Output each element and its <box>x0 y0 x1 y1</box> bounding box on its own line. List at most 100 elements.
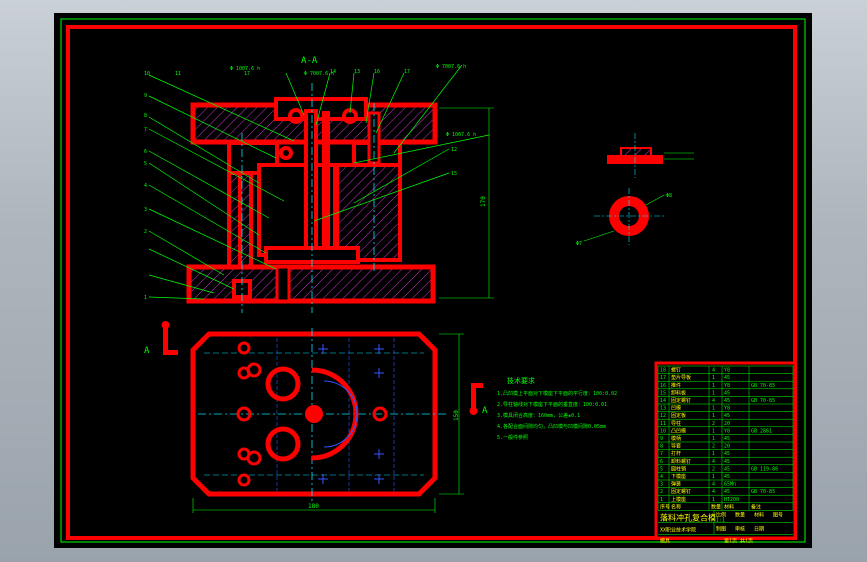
bom-row-name: 螺钉 <box>671 367 681 374</box>
bom-row-qty: 2 <box>712 444 715 450</box>
bom-row-name: 凹模 <box>671 405 681 412</box>
bom-row-name: 垫片导板 <box>671 374 691 381</box>
callout-right-mid: Φ 1007.6 h <box>446 132 476 138</box>
bom-row-no: 15 <box>660 390 666 396</box>
svg-text:170: 170 <box>480 196 487 207</box>
bom-row-name: 固定螺钉 <box>671 397 691 404</box>
bom-row-no: 7 <box>660 451 663 457</box>
svg-text:2: 2 <box>144 229 147 235</box>
bom-row-note: GB 70-85 <box>751 398 775 404</box>
bom-row-name: 卸料板 <box>671 389 686 396</box>
bom-row-material: 45 <box>724 489 730 495</box>
svg-text:3: 3 <box>144 207 147 213</box>
bom-row-material: 45 <box>724 466 730 472</box>
svg-text:4: 4 <box>144 183 147 189</box>
svg-text:1.凸凹模上平面对下模座下平面的平行度：100:0.02: 1.凸凹模上平面对下模座下平面的平行度：100:0.02 <box>497 390 617 397</box>
bom-row-qty: 1 <box>712 497 715 503</box>
svg-text:12: 12 <box>451 147 457 153</box>
svg-text:技术要求: 技术要求 <box>507 376 535 385</box>
bom-row-name: 固定板 <box>671 412 686 419</box>
bom-row-no: 9 <box>660 436 663 442</box>
view-marker-left: A <box>144 321 178 356</box>
svg-text:3.模具闭合高度：160mm，公差±0.1: 3.模具闭合高度：160mm，公差±0.1 <box>497 412 580 419</box>
bom-header: 材料 <box>724 503 734 510</box>
sheet-number: 第1页 共1页 <box>724 537 753 544</box>
bom-row-material: 45 <box>724 436 730 442</box>
bom-row-material: 20 <box>724 421 730 427</box>
bom-row-no: 5 <box>660 466 663 472</box>
bom-row-name: 上模座 <box>671 496 686 503</box>
bom-row-material: 20 <box>724 444 730 450</box>
title-label: 材料 <box>754 511 764 518</box>
inner-frame <box>66 25 797 540</box>
bom-row-note: GB 70-85 <box>751 489 775 495</box>
bom-row-qty: 2 <box>712 421 715 427</box>
bom-row-material: 45 <box>724 413 730 419</box>
callout-top-right: Φ 7007.6 h <box>436 64 466 70</box>
title-label: 数量 <box>735 511 745 518</box>
svg-text:Φ7: Φ7 <box>576 241 582 247</box>
title-label: 制图 <box>716 525 726 532</box>
bom-row-qty: 4 <box>712 368 715 374</box>
bom-row-qty: 1 <box>712 428 715 434</box>
title-label: 审核 <box>735 525 745 532</box>
svg-text:A: A <box>482 406 488 416</box>
bom-row-qty: 1 <box>712 474 715 480</box>
dim-plan-width: 180 <box>192 498 436 513</box>
svg-text:5: 5 <box>144 161 147 167</box>
bom-row-qty: 4 <box>712 482 715 488</box>
section-label: A-A <box>301 56 318 66</box>
bom-row-material: 65Mn <box>724 482 736 488</box>
svg-text:150: 150 <box>453 410 460 421</box>
title-ratio: 1:1 <box>716 517 725 523</box>
title-label: 日期 <box>754 526 764 532</box>
callout-top-mid: Φ 7007.6 h <box>304 71 334 77</box>
bom-row-no: 3 <box>660 482 663 488</box>
svg-text:8: 8 <box>144 113 147 119</box>
bom-row-material: HT200 <box>724 497 739 503</box>
leader-lines <box>148 64 490 300</box>
bom-row-material: Y8 <box>724 383 730 389</box>
svg-text:13: 13 <box>354 69 360 75</box>
bom-row-qty: 2 <box>712 466 715 472</box>
bom-row-no: 16 <box>660 383 666 389</box>
outer-frame <box>60 18 806 543</box>
cad-viewport[interactable]: A-A Φ 1007.6 h Φ 7007.6 h Φ 7007.6 h Φ 1… <box>54 13 812 548</box>
bom-row-name: 模柄 <box>671 435 681 442</box>
detail-part: Φ8 Φ7 <box>576 133 694 247</box>
bom-row-material: 45 <box>724 451 730 457</box>
leader-number-labels: 10 11 17 14 13 16 17 9 8 7 6 5 4 3 2 1 1… <box>144 69 457 301</box>
svg-text:15: 15 <box>451 171 457 177</box>
school-name: XX职业技术学院 <box>660 526 696 533</box>
bom-row-no: 10 <box>660 428 666 434</box>
bom-row-material: 45 <box>724 474 730 480</box>
svg-text:7: 7 <box>144 127 147 133</box>
svg-text:5.一般件参照: 5.一般件参照 <box>497 434 528 441</box>
svg-text:14: 14 <box>330 69 336 75</box>
title-label: 图号 <box>773 512 783 518</box>
bom-row-qty: 1 <box>712 375 715 381</box>
bom-row-no: 17 <box>660 375 666 381</box>
bom-row-qty: 4 <box>712 459 715 465</box>
bom-row-material: 45 <box>724 390 730 396</box>
bom-row-name: 推件 <box>671 382 681 389</box>
bom-row-material: 45 <box>724 398 730 404</box>
bom-row-no: 1 <box>660 497 663 503</box>
bom-row-name: 凸凹模 <box>671 427 686 434</box>
class-name: 模具 <box>660 537 670 544</box>
bom-row-name: 打杆 <box>671 450 681 457</box>
bom-row-qty: 1 <box>712 406 715 412</box>
dim-height: 170 <box>439 107 494 299</box>
dim-plan-height: 150 <box>439 333 464 495</box>
svg-text:Φ8: Φ8 <box>666 193 672 199</box>
svg-text:17: 17 <box>404 69 410 75</box>
bom-row-no: 4 <box>660 474 663 480</box>
section-view <box>186 83 438 313</box>
bom-row-qty: 1 <box>712 413 715 419</box>
svg-text:6: 6 <box>144 149 147 155</box>
svg-text:16: 16 <box>374 69 380 75</box>
bom-row-qty: 4 <box>712 489 715 495</box>
bom-header: 备注 <box>751 503 761 510</box>
bom-row-name: 导套 <box>671 443 681 450</box>
bom-row-material: 45 <box>724 459 730 465</box>
